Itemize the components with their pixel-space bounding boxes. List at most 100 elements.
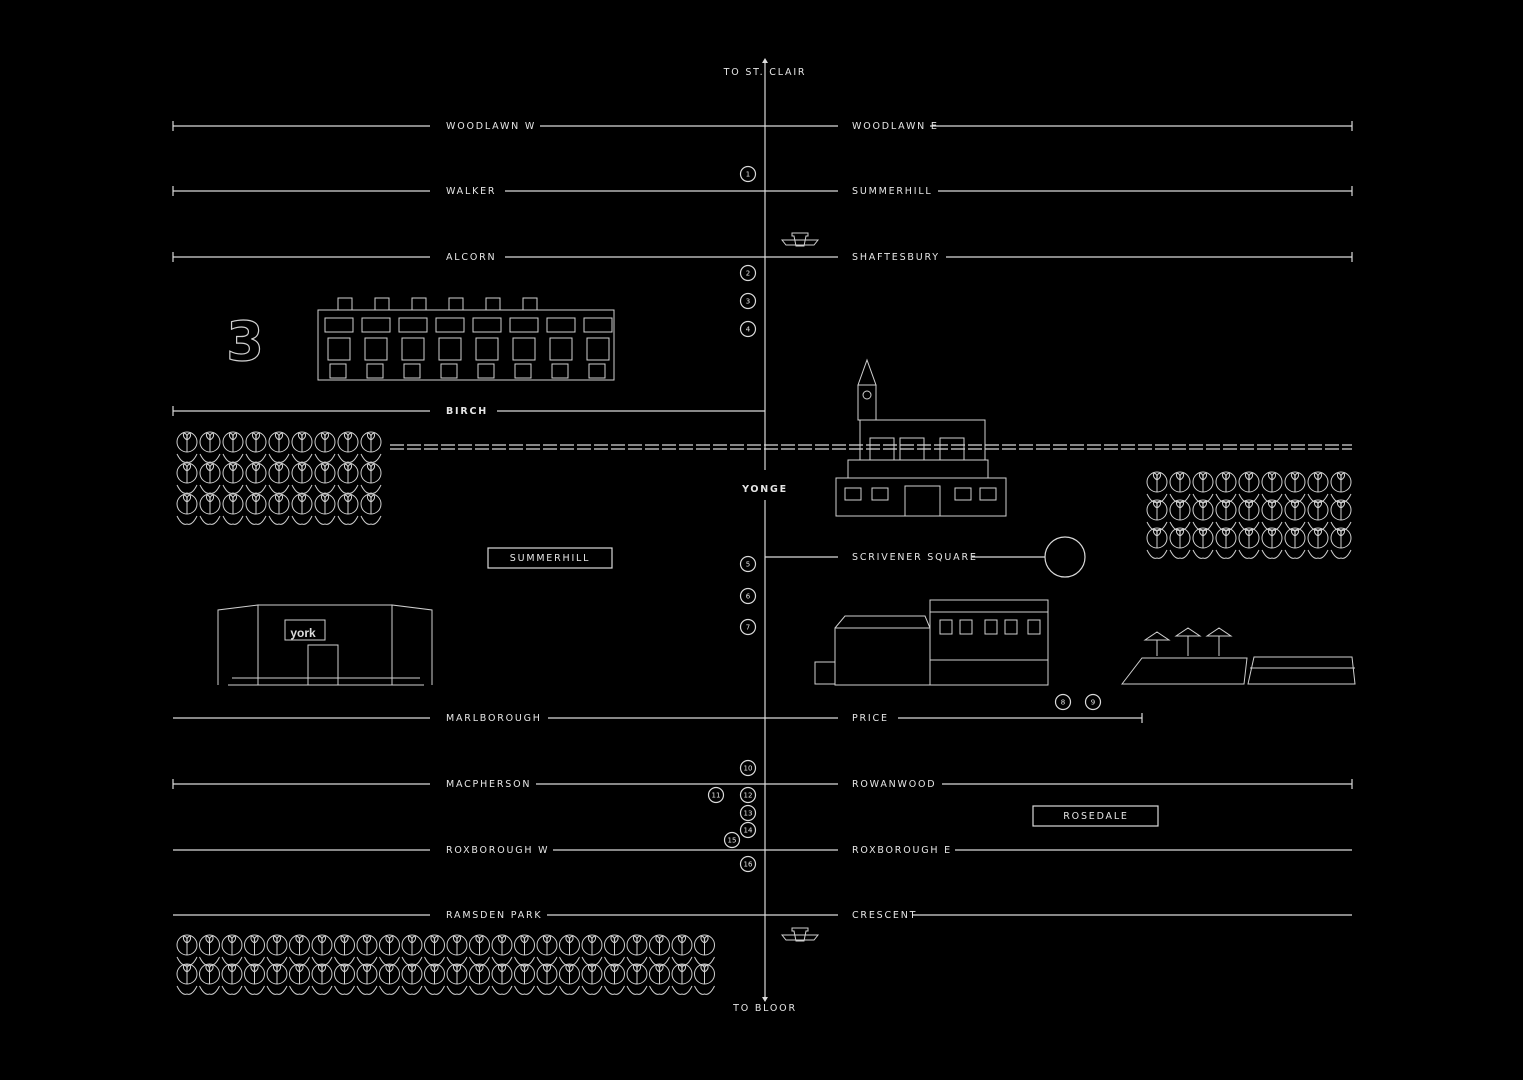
street-label-birch: BIRCH <box>446 406 488 417</box>
tree-icon <box>514 963 535 995</box>
tree-icon <box>446 963 468 995</box>
marker-number: 1 <box>746 171 750 179</box>
tree-icon <box>671 963 693 995</box>
location-marker-2[interactable]: 2 <box>739 264 757 282</box>
tree-icon <box>469 934 490 966</box>
clock-tower-building-illustration <box>835 358 1007 517</box>
tree-icon <box>222 462 244 494</box>
location-marker-4[interactable]: 4 <box>739 320 757 338</box>
tree-icon <box>244 963 265 995</box>
tree-icon <box>1146 527 1168 559</box>
location-marker-16[interactable]: 16 <box>739 855 757 873</box>
location-marker-13[interactable]: 13 <box>739 804 757 822</box>
marker-number: 2 <box>746 270 750 278</box>
tree-icon <box>649 934 670 966</box>
tree-icon <box>649 963 670 995</box>
tree-icon <box>221 934 243 966</box>
tree-icon <box>514 934 535 966</box>
tree-icon <box>1284 471 1306 503</box>
location-marker-7[interactable]: 7 <box>739 618 757 636</box>
location-marker-3[interactable]: 3 <box>739 292 757 310</box>
location-marker-12[interactable]: 12 <box>739 786 757 804</box>
tree-icon <box>1192 527 1214 559</box>
tree-icon <box>199 493 221 525</box>
tree-icon <box>1238 471 1260 503</box>
tree-icon <box>1261 471 1283 503</box>
tree-icon <box>1146 499 1168 531</box>
tree-icon <box>314 493 336 525</box>
tree-icon <box>222 493 244 525</box>
neighbourhood-label-summerhill: SUMMERHILL <box>510 553 591 564</box>
tree-icon <box>536 934 558 966</box>
tree-icon <box>356 934 378 966</box>
tree-icon <box>401 963 423 995</box>
tree-icon <box>1307 499 1329 531</box>
location-marker-10[interactable]: 10 <box>739 759 757 777</box>
marker-number: 13 <box>744 810 753 818</box>
tree-icon <box>337 462 359 494</box>
marker-number: 12 <box>744 792 753 800</box>
street-label-scrivener-square: SCRIVENER SQUARE <box>852 552 978 563</box>
location-marker-15[interactable]: 15 <box>723 831 741 849</box>
tree-icon <box>536 963 558 995</box>
street-label-woodlawn-w: WOODLAWN W <box>446 121 536 132</box>
marker-number: 3 <box>746 298 750 306</box>
location-marker-9[interactable]: 9 <box>1084 693 1102 711</box>
tree-icon <box>1261 499 1283 531</box>
tree-icon <box>1238 527 1260 559</box>
tree-icon <box>176 934 198 966</box>
street-lines <box>172 58 1353 1002</box>
tree-icon <box>176 462 198 494</box>
tree-icon <box>604 934 625 966</box>
tree-icon <box>491 963 513 995</box>
location-marker-8[interactable]: 8 <box>1054 693 1072 711</box>
marker-number: 16 <box>744 861 753 869</box>
subway-station-icon <box>780 927 820 942</box>
street-label-ramsden-park: RAMSDEN PARK <box>446 910 542 921</box>
marker-number: 15 <box>728 837 737 845</box>
tree-icon <box>245 431 267 463</box>
tree-icon <box>1330 527 1352 559</box>
street-label-shaftesbury: SHAFTESBURY <box>852 252 940 263</box>
marker-number: 8 <box>1061 699 1065 707</box>
location-marker-14[interactable]: 14 <box>739 821 757 839</box>
neighbourhood-label-rosedale: ROSEDALE <box>1063 811 1128 822</box>
location-marker-5[interactable]: 5 <box>739 555 757 573</box>
location-marker-1[interactable]: 1 <box>739 165 757 183</box>
street-label-roxborough-w: ROXBOROUGH W <box>446 845 549 856</box>
tree-icon <box>245 493 267 525</box>
subway-station-icon <box>780 232 820 247</box>
tree-icon <box>1238 499 1260 531</box>
tree-icon <box>221 963 243 995</box>
tree-icon <box>360 462 382 494</box>
marker-number: 11 <box>712 792 721 800</box>
tree-icon <box>222 431 244 463</box>
street-label-rowanwood: ROWANWOOD <box>852 779 936 790</box>
tree-icon <box>626 934 648 966</box>
tree-icon <box>289 934 310 966</box>
tree-icon <box>360 493 382 525</box>
tree-icon <box>1192 471 1214 503</box>
tree-icon <box>199 431 221 463</box>
location-marker-6[interactable]: 6 <box>739 587 757 605</box>
street-labels: TO ST. CLAIR TO BLOOR YONGE WOODLAWN W W… <box>446 67 978 1014</box>
tree-icon <box>244 934 265 966</box>
york-theatre-illustration: york <box>217 604 433 686</box>
tree-icon <box>694 963 715 995</box>
neighbourhood-summerhill: SUMMERHILL <box>487 547 613 569</box>
tree-icon <box>1169 499 1191 531</box>
tree-icon <box>268 493 290 525</box>
yonge-street-label: YONGE <box>741 484 788 495</box>
tree-icon <box>446 934 468 966</box>
tree-icon <box>424 963 445 995</box>
tree-icon <box>694 934 715 966</box>
tree-icon <box>424 934 445 966</box>
location-marker-11[interactable]: 11 <box>707 786 725 804</box>
park-trees <box>176 431 1352 995</box>
tree-icon <box>1215 471 1237 503</box>
south-direction-label: TO BLOOR <box>732 1003 797 1014</box>
tree-icon <box>291 493 313 525</box>
tree-icon <box>1169 527 1191 559</box>
street-label-woodlawn-e: WOODLAWN E <box>852 121 939 132</box>
